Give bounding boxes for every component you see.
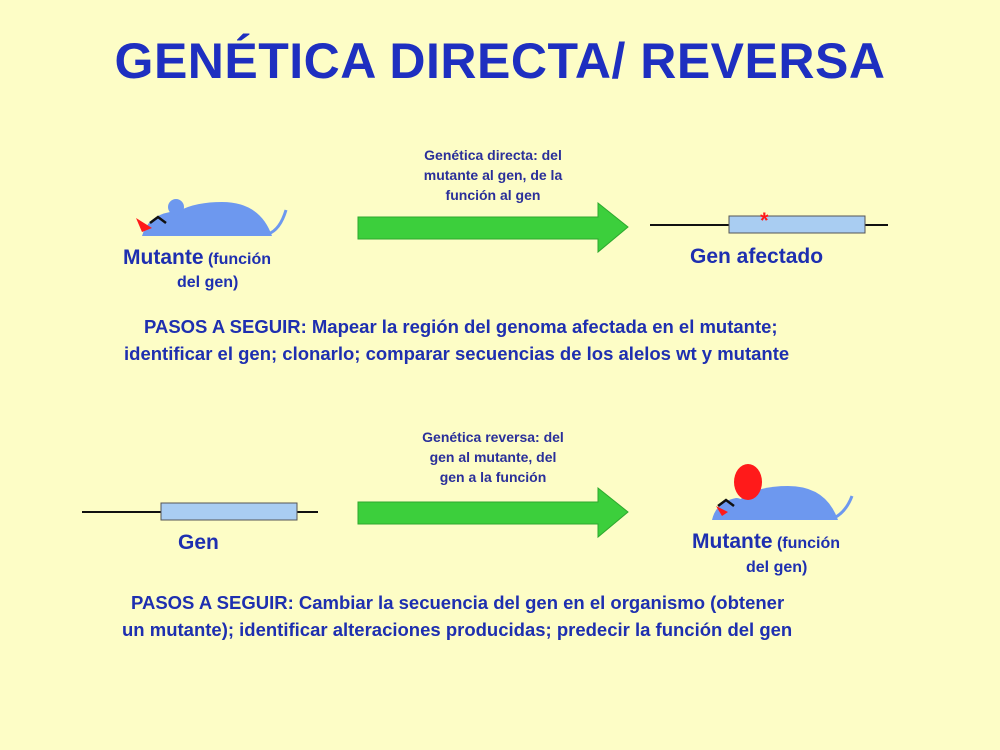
reversa-arrow-label-line2: gen al mutante, del xyxy=(429,449,557,465)
mutation-marker: * xyxy=(760,208,769,233)
page-title: GENÉTICA DIRECTA/ REVERSA xyxy=(114,33,886,89)
reversa-mutant-label-sub1: (función xyxy=(776,535,841,552)
affected-gene xyxy=(650,215,888,234)
directa-mutant-label-main: Mutante xyxy=(123,246,204,269)
reversa-arrow-label: Genética reversa: del gen al mutante, de… xyxy=(373,427,613,487)
reversa-mutant-label: Mutante (función xyxy=(692,530,912,554)
reversa-arrow-label-line1: Genética reversa: del xyxy=(422,429,564,445)
reversa-mutant-label-sub2: del gen) xyxy=(746,559,808,576)
directa-mutant-label-sub1: (función xyxy=(207,251,272,268)
reversa-arrow-label-line3: gen a la función xyxy=(439,469,547,485)
directa-arrow-label-line2: mutante al gen, de la xyxy=(423,167,563,183)
reversa-arrow xyxy=(357,486,629,539)
mutant-mouse-icon xyxy=(136,199,288,236)
directa-arrow-label: Genética directa: del mutante al gen, de… xyxy=(373,145,613,205)
directa-arrow-label-line3: función al gen xyxy=(445,187,541,203)
reversa-steps-line2: un mutante); identificar alteraciones pr… xyxy=(122,619,793,640)
directa-steps-line2: identificar el gen; clonarlo; comparar s… xyxy=(124,343,790,364)
directa-arrow-label-line1: Genética directa: del xyxy=(424,147,562,163)
affected-gene-label: Gen afectado xyxy=(690,245,824,268)
directa-mutant-label-sub2: del gen) xyxy=(177,274,239,291)
directa-arrow xyxy=(357,201,629,254)
gene-label: Gen xyxy=(178,531,219,554)
gene xyxy=(82,502,318,521)
mutant-mouse-reversa-icon xyxy=(712,464,854,520)
directa-mutant-label: Mutante (función xyxy=(123,246,323,270)
reversa-mutant-label-main: Mutante xyxy=(692,530,773,553)
reversa-steps-line1: PASOS A SEGUIR: Cambiar la secuencia del… xyxy=(131,592,785,613)
directa-steps-line1: PASOS A SEGUIR: Mapear la región del gen… xyxy=(144,316,778,337)
